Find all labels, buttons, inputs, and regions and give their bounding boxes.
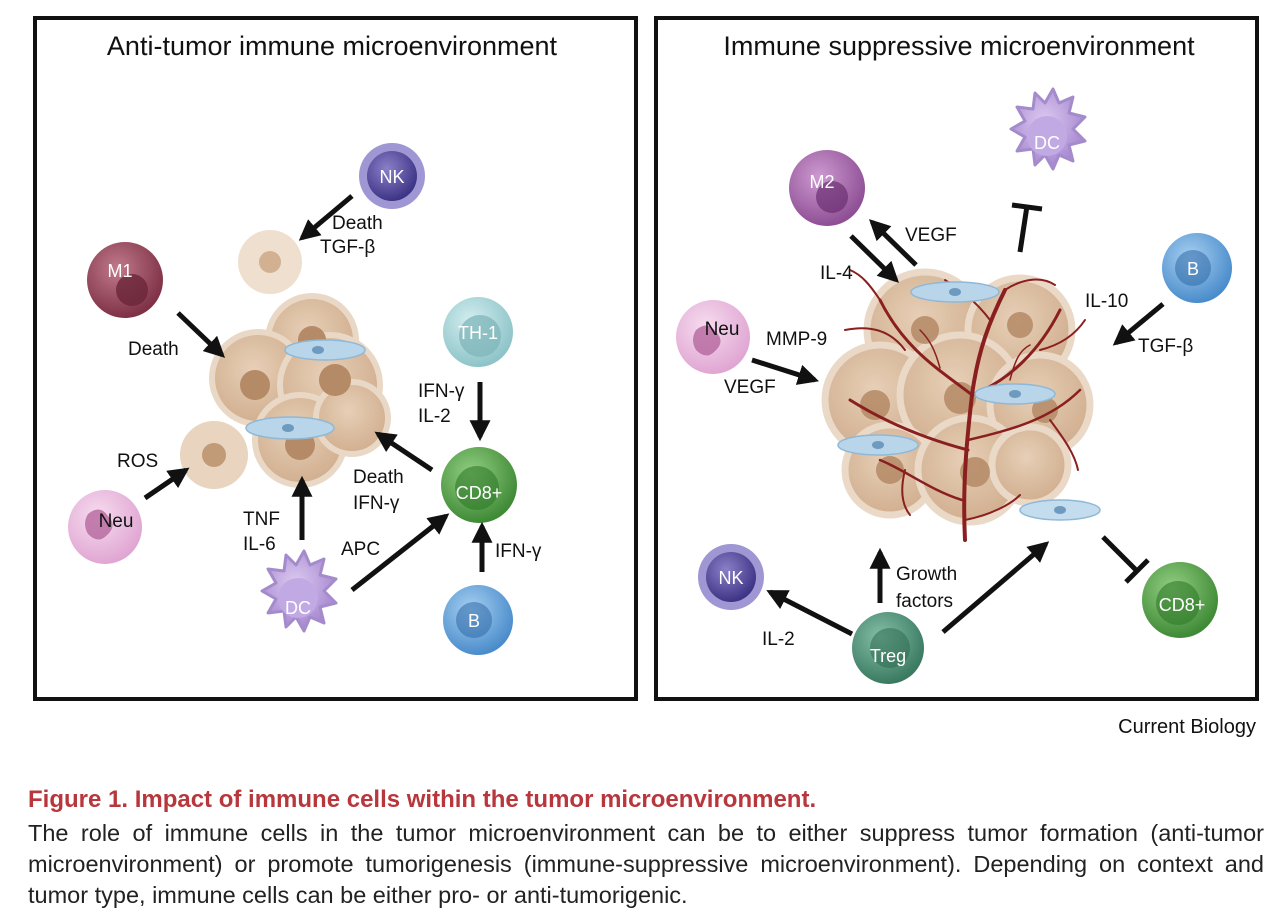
right-dc-cell: DC [1009, 87, 1087, 171]
journal-credit: Current Biology [1118, 716, 1256, 738]
right-neu-cell: Neu [676, 300, 750, 374]
label-vegf-m2: VEGF [905, 225, 957, 246]
label-ifn-gamma-b: IFN-γ [495, 541, 542, 562]
svg-text:M1: M1 [107, 261, 132, 281]
label-tgf-beta-b: TGF-β [1138, 336, 1193, 357]
label-ros: ROS [117, 451, 158, 472]
left-panel-frame [33, 16, 638, 701]
left-b-cell: B [443, 585, 513, 655]
caption-title: Figure 1. Impact of immune cells within … [28, 786, 817, 813]
right-panel-title: Immune suppressive microenvironment [723, 31, 1195, 61]
label-tnf: TNF [243, 509, 280, 530]
svg-text:Neu: Neu [99, 511, 134, 532]
right-cd8-cell: CD8+ [1142, 562, 1218, 638]
svg-text:M2: M2 [809, 172, 834, 192]
svg-text:B: B [468, 611, 480, 631]
svg-text:CD8+: CD8+ [1159, 595, 1206, 615]
left-dc-cell: DC [260, 549, 338, 633]
right-treg-cell: Treg [852, 612, 924, 684]
left-neu-cell: Neu [68, 490, 142, 564]
left-cd8-cell: CD8+ [441, 447, 517, 523]
svg-text:DC: DC [1034, 133, 1060, 153]
label-il10: IL-10 [1085, 291, 1128, 312]
left-m1-cell: M1 [87, 242, 163, 318]
label-tgf-beta-nk: TGF-β [320, 237, 375, 258]
right-m2-cell: M2 [789, 150, 865, 226]
right-b-cell: B [1162, 233, 1232, 303]
left-th1-cell: TH-1 [443, 297, 513, 367]
label-factors: factors [896, 591, 953, 612]
left-arrows [143, 194, 493, 592]
left-tumor-cluster [180, 230, 391, 489]
svg-text:CD8+: CD8+ [456, 483, 503, 503]
svg-text:Treg: Treg [870, 646, 906, 666]
label-il6: IL-6 [243, 534, 276, 555]
caption-body: The role of immune cells in the tumor mi… [28, 820, 1264, 908]
right-nk-cell: NK [698, 544, 764, 610]
label-il2-treg: IL-2 [762, 629, 795, 650]
figure-caption: Figure 1. Impact of immune cells within … [28, 786, 1264, 911]
label-death-nk: Death [332, 213, 383, 234]
right-arrows [751, 219, 1165, 637]
svg-text:B: B [1187, 259, 1199, 279]
label-death-m1: Death [128, 339, 179, 360]
svg-text:TH-1: TH-1 [458, 323, 498, 343]
label-il2-th1: IL-2 [418, 406, 451, 427]
right-inhibitions [1011, 202, 1150, 584]
label-mmp9: MMP-9 [766, 329, 827, 350]
figure-diagram: Anti-tumor immune microenvironment N [33, 16, 1259, 701]
label-apc: APC [341, 539, 380, 560]
svg-text:DC: DC [285, 598, 311, 618]
label-ifn-gamma-th1: IFN-γ [418, 381, 465, 402]
left-nk-cell: NK [359, 143, 425, 209]
svg-text:NK: NK [379, 167, 404, 187]
right-panel-frame [654, 16, 1259, 701]
right-tumor-mass [821, 268, 1101, 542]
svg-text:Neu: Neu [705, 319, 740, 340]
label-vegf-neu: VEGF [724, 377, 776, 398]
label-growth: Growth [896, 564, 957, 585]
svg-text:NK: NK [718, 568, 743, 588]
left-panel-title: Anti-tumor immune microenvironment [107, 31, 558, 61]
label-ifn-gamma-cd8: IFN-γ [353, 493, 400, 514]
label-death-cd8: Death [353, 467, 404, 488]
label-il4: IL-4 [820, 263, 853, 284]
